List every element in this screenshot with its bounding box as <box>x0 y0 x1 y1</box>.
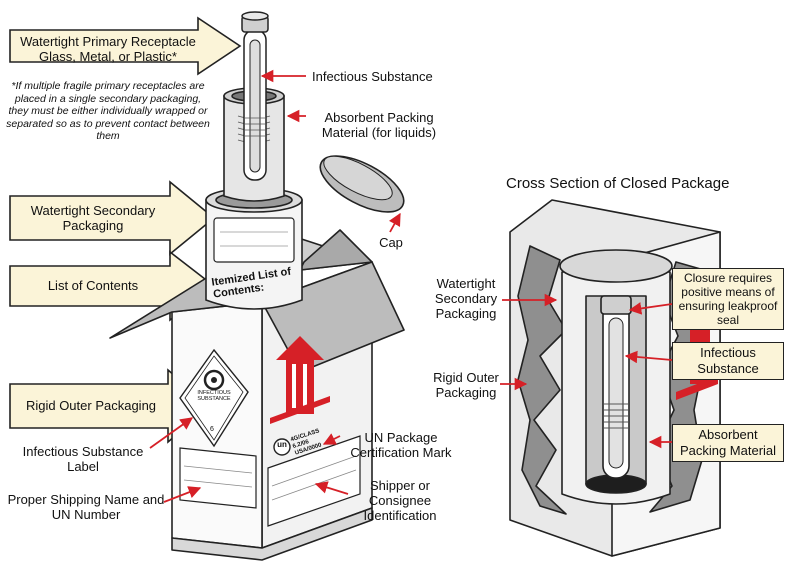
leader-infectious-label <box>149 417 194 449</box>
cs-label-absorbent: Absorbent Packing Material <box>672 424 784 462</box>
cs-outer-wall-cut <box>517 245 567 515</box>
leader-shipper <box>314 481 349 495</box>
leader-cap <box>388 212 401 233</box>
cs-label-secondary: Watertight Secondary Packaging <box>434 276 498 321</box>
biohazard-icon <box>203 369 225 391</box>
shipping-name-panel <box>179 447 257 509</box>
cross-section-title: Cross Section of Closed Package <box>506 175 730 192</box>
diamond-text: INFECTIOUS SUBSTANCE <box>197 390 231 402</box>
callout-arrow-primary <box>9 16 242 76</box>
callout-arrow-secondary <box>9 180 216 256</box>
footnote-text: *If multiple fragile primary receptacles… <box>6 80 210 142</box>
outer-box-base <box>171 507 373 561</box>
shipper-panel <box>267 435 361 527</box>
cs-tube-cap <box>600 295 632 315</box>
diamond-class: 6 <box>210 426 214 433</box>
label-primary-receptacle: Watertight Primary Receptacle Glass, Met… <box>20 34 196 64</box>
label-rigid-outer-packaging: Rigid Outer Packaging <box>25 398 157 413</box>
infectious-substance-diamond <box>179 348 249 448</box>
cs-leader-infectious <box>624 350 673 364</box>
label-infectious-substance-label: Infectious Substance Label <box>22 444 144 474</box>
label-shipper-consignee: Shipper or Consignee Identification <box>363 478 437 523</box>
leader-un-mark <box>322 433 341 445</box>
secondary-label-panel <box>213 217 295 263</box>
label-list-of-contents: List of Contents <box>47 278 139 293</box>
cs-label-outer: Rigid Outer Packaging <box>433 370 499 400</box>
un-symbol-text: un <box>277 440 287 449</box>
label-cap: Cap <box>379 235 403 250</box>
cs-label-closure: Closure requires positive means of ensur… <box>672 268 784 330</box>
cs-leader-closure <box>628 302 673 315</box>
label-un-certification-mark: UN Package Certification Mark <box>350 430 452 460</box>
label-proper-shipping-name: Proper Shipping Name and UN Number <box>7 492 165 522</box>
label-secondary-packaging: Watertight Secondary Packaging <box>30 203 156 233</box>
leader-shipping-name <box>163 486 202 503</box>
orientation-arrows-left-box <box>276 336 324 414</box>
un-mark-circle <box>273 438 291 456</box>
cs-label-infectious: Infectious Substance <box>672 342 784 380</box>
cs-secondary-lid <box>559 249 673 283</box>
label-infectious-substance: Infectious Substance <box>312 69 433 84</box>
label-absorbent-packing: Absorbent Packing Material (for liquids) <box>321 110 437 140</box>
